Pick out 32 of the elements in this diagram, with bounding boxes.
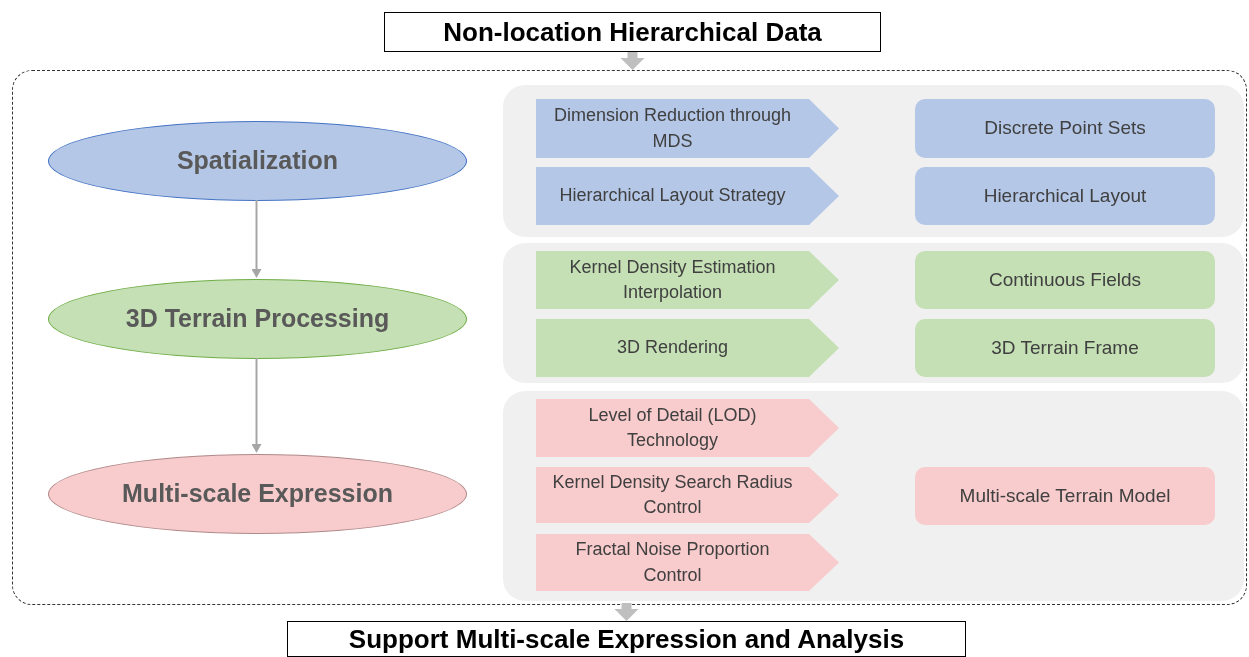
node-text: Spatialization (175, 145, 340, 177)
group-panel (503, 243, 1244, 383)
result-box (915, 319, 1215, 377)
arrow (614, 603, 639, 621)
result-box (915, 99, 1215, 158)
result-box (915, 251, 1215, 309)
node-text: Hierarchical Layout (982, 183, 1148, 208)
data-box (287, 621, 966, 657)
group-panel (503, 85, 1244, 237)
node-text: Discrete Point Sets (983, 116, 1147, 141)
node-text: Dimension Reduction through MDS (552, 104, 793, 153)
arrow (251, 199, 262, 278)
node-text: Non-location Hierarchical Data (442, 15, 823, 49)
node-text: Level of Detail (LOD) Technology (587, 403, 758, 452)
node-text: 3D Terrain Processing (124, 303, 391, 335)
node-text: Hierarchical Layout Strategy (558, 184, 787, 208)
node-text: Kernel Density Search Radius Control (551, 470, 794, 519)
node-text: Multi-scale Terrain Model (958, 483, 1172, 508)
data-box (384, 12, 881, 52)
dashed-frame (12, 70, 1247, 605)
node-text: 3D Terrain Frame (990, 335, 1140, 360)
group-panel (503, 391, 1244, 601)
arrow (620, 52, 645, 70)
result-box (915, 167, 1215, 225)
node-text: Support Multi-scale Expression and Analysis (347, 622, 906, 656)
arrow (251, 357, 262, 453)
node-text: Continuous Fields (987, 267, 1143, 292)
node-text: Kernel Density Estimation Interpolation (568, 255, 777, 304)
result-box (915, 467, 1215, 525)
node-text: Fractal Noise Proportion Control (574, 538, 771, 587)
node-text: 3D Rendering (615, 336, 730, 360)
node-text: Multi-scale Expression (121, 478, 394, 510)
